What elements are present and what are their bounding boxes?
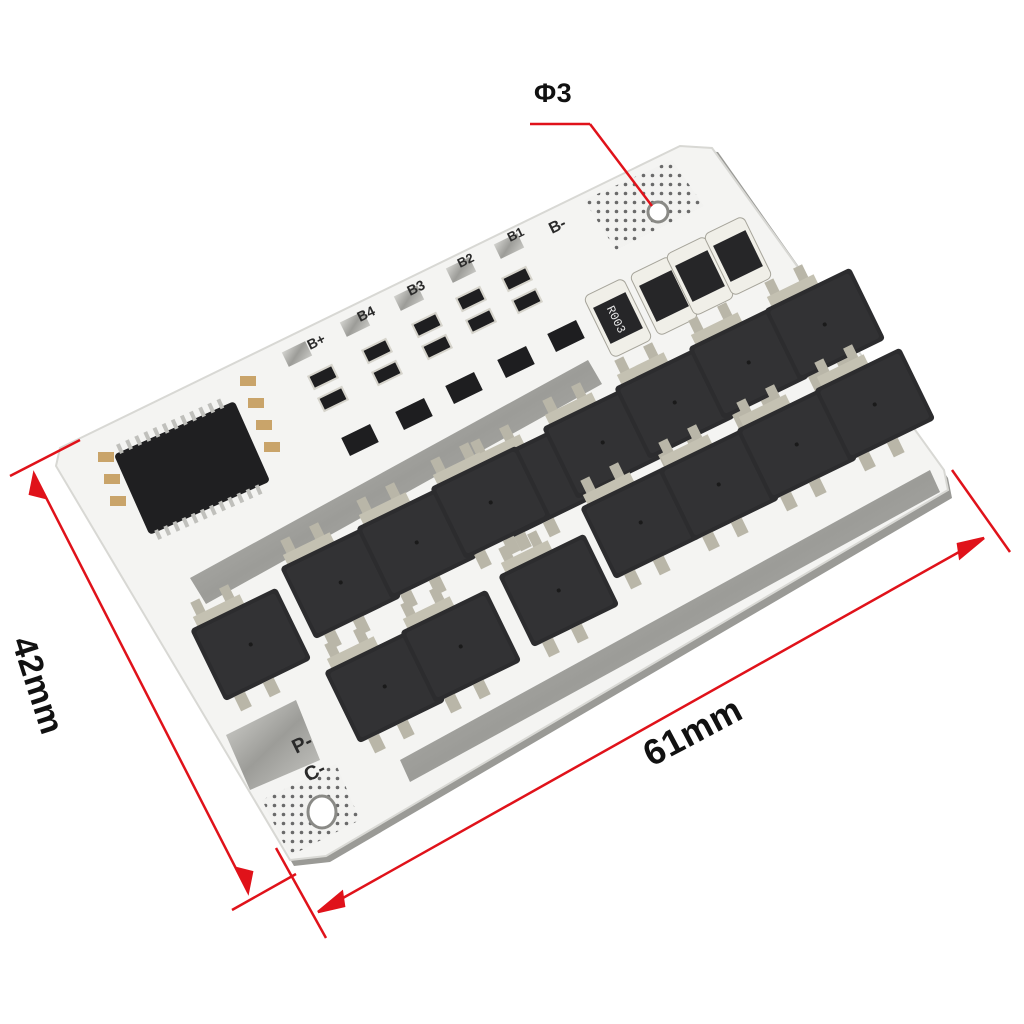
dimension-lines xyxy=(9,122,1012,939)
label-b2: B2 xyxy=(455,250,477,271)
balance-pads xyxy=(281,233,525,367)
height-arrow-bottom xyxy=(233,866,254,896)
label-b1: B1 xyxy=(505,224,527,245)
height-arrow-top xyxy=(28,470,49,500)
width-arrow-right xyxy=(956,536,985,561)
tinned-bus-strip xyxy=(190,360,940,782)
height-ext-line-top xyxy=(9,438,81,478)
width-arrow-left xyxy=(317,889,346,914)
width-ext-line-left xyxy=(274,847,328,939)
p-minus-pad xyxy=(226,700,320,790)
label-b4: B4 xyxy=(354,302,377,324)
width-dimension-line xyxy=(317,536,985,914)
hole-leader-arrow xyxy=(589,123,653,207)
height-dimension-line xyxy=(32,473,250,893)
mounting-pad-bottom xyxy=(262,764,360,856)
protection-ic xyxy=(115,398,269,540)
hole-diameter-label: Φ3 xyxy=(534,78,573,108)
label-b-minus: B- xyxy=(546,215,569,238)
smd-resistor-array xyxy=(306,265,585,457)
smd-capacitors-left xyxy=(98,376,280,506)
height-ext-line-bottom xyxy=(231,872,297,912)
width-ext-line-right xyxy=(950,469,1012,553)
mounting-pad-top xyxy=(584,160,704,250)
label-b-plus: B+ xyxy=(304,330,327,352)
label-b3: B3 xyxy=(404,276,427,298)
